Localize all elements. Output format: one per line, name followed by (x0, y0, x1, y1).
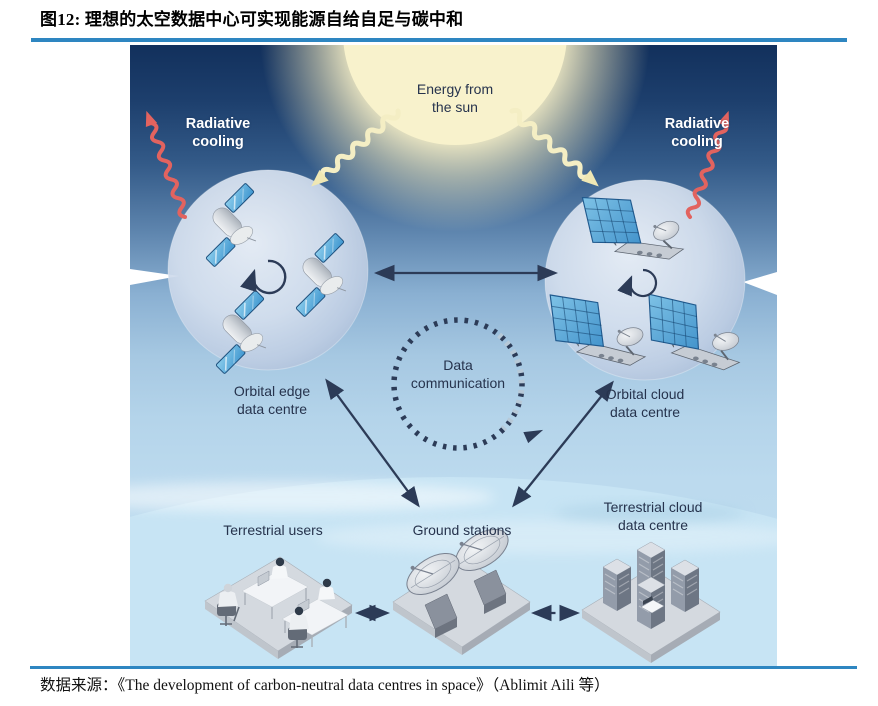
rotation-arrow-icon (240, 259, 287, 295)
server-rack-icon (581, 541, 721, 663)
source-divider (30, 666, 857, 669)
solar-energy-arrow-left (311, 106, 403, 187)
figure-source: 数据来源：《The development of carbon-neutral … (40, 677, 610, 694)
link-arrows (325, 264, 614, 622)
rotation-arrow-icon (617, 268, 658, 298)
title-divider (31, 38, 847, 42)
figure-title: 图12: 理想的太空数据中心可实现能源自给自足与碳中和 (40, 10, 464, 29)
orbital-cloud-circle (544, 179, 746, 381)
radiative-cooling-arrow-left (145, 110, 191, 221)
orbital-edge-circle (167, 169, 369, 371)
light-beam-wedges (130, 269, 777, 295)
ground-stations-label: Ground stations (412, 522, 512, 538)
office-workers-icon (204, 556, 353, 659)
solar-energy-arrow-right (507, 106, 599, 187)
radiative-cooling-arrow-right (684, 110, 730, 221)
ground-station-dish-icon (392, 528, 531, 655)
data-communication-loop-icon (391, 317, 544, 451)
sun-icon (260, 45, 650, 232)
diagram-scene (130, 45, 777, 668)
terrestrial-users-label: Terrestrial users (223, 522, 323, 538)
